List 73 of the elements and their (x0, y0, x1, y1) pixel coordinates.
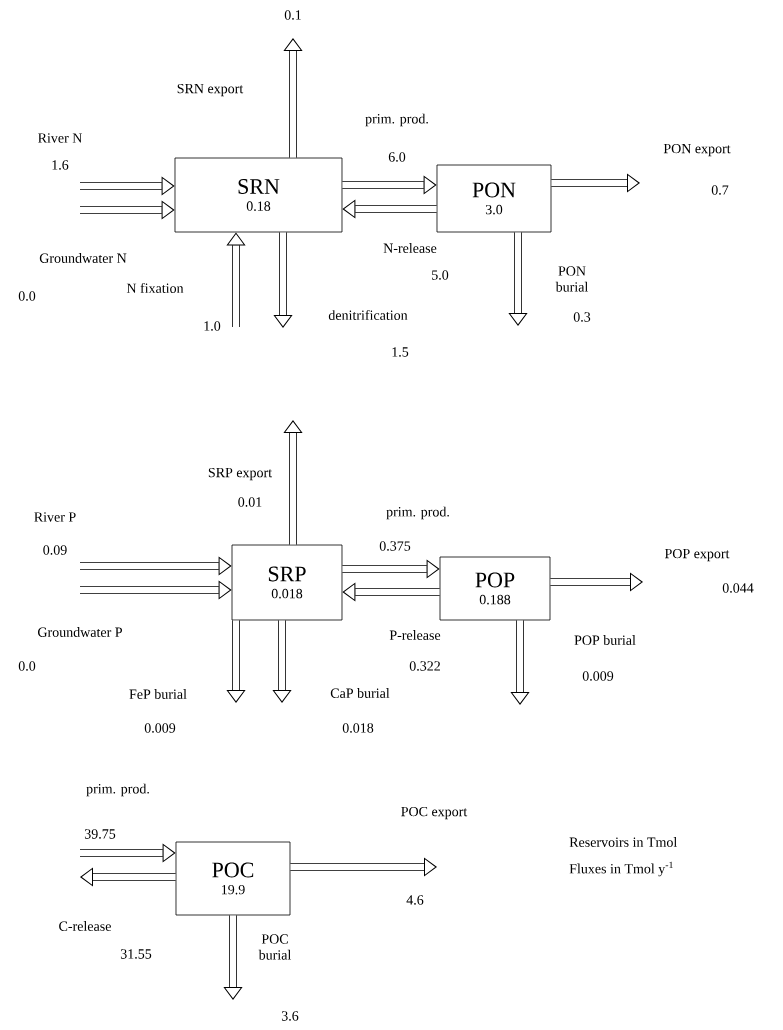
flux-value: 0.01 (238, 497, 262, 507)
flux-value: 4.6 (406, 895, 424, 905)
flux-value: 1.6 (52, 160, 69, 170)
flux-value: 0.018 (342, 723, 374, 733)
edge-label: SRP export (208, 467, 272, 481)
edge-label: PON burial (555, 266, 589, 292)
flux-arrow (550, 572, 643, 592)
flux-value: 0.7 (711, 185, 729, 195)
flux-value: 0.0 (18, 291, 36, 301)
edge-label: SRN export (177, 83, 244, 97)
flux-arrow (342, 199, 437, 219)
flux-arrow (283, 38, 303, 158)
flux-arrow (551, 173, 640, 193)
flux-value: 0.3 (573, 312, 591, 322)
edge-label: Groundwater N (39, 253, 127, 263)
flux-arrow (223, 915, 243, 1000)
flux-arrow (290, 857, 437, 877)
flux-arrow (342, 559, 440, 579)
flux-arrow (272, 620, 292, 703)
edge-label: PON export (663, 143, 731, 157)
flux-arrow (508, 232, 528, 326)
reservoir-box: SRN 0.18 (174, 157, 343, 233)
edge-label: prim. prod. (365, 113, 428, 127)
flux-arrow (80, 556, 232, 576)
flux-value: 0.044 (722, 583, 754, 593)
flux-arrow (80, 176, 175, 196)
edge-label: River N (38, 133, 83, 143)
flux-value: 0.009 (144, 723, 176, 733)
flux-arrow (226, 232, 246, 327)
flux-arrow (510, 620, 530, 705)
edge-label: CaP burial (330, 688, 390, 698)
flux-value: 3.6 (281, 1011, 299, 1021)
reservoir-box: POP 0.188 (439, 556, 551, 621)
flux-value: 1.0 (204, 321, 221, 331)
flux-value: 0.375 (379, 541, 411, 551)
edge-label: denitrification (328, 310, 408, 320)
edge-label: POC burial (258, 934, 292, 960)
flux-value: 6.0 (388, 152, 406, 162)
edge-label: Groundwater P (38, 627, 122, 637)
edge-label: FeP burial (129, 689, 187, 699)
edge-label: N-release (383, 243, 437, 253)
reservoir-box: SRP 0.018 (231, 544, 343, 621)
flux-value: 1.5 (392, 347, 409, 357)
flux-arrow (342, 582, 440, 602)
flux-arrow (342, 175, 437, 195)
flux-arrow (80, 843, 176, 863)
flux-arrow (226, 620, 246, 703)
flux-arrow (283, 420, 303, 545)
flux-value: 0.009 (582, 671, 614, 681)
flux-arrow (80, 867, 176, 887)
flux-arrow (273, 232, 293, 328)
edge-label: N fixation (126, 283, 184, 293)
flux-value: 5.0 (432, 270, 449, 280)
flux-value: 31.55 (120, 949, 152, 959)
edge-label: prim. prod. (386, 506, 449, 520)
flux-value: 39.75 (84, 829, 116, 839)
edge-label: POP export (664, 548, 730, 562)
edge-label: prim. prod. (86, 783, 149, 797)
edge-label: River P (34, 512, 76, 522)
unit-note: Fluxes in Tmol y$^{-1}$ (569, 861, 673, 877)
flux-value: 0.09 (43, 545, 67, 555)
flux-value: 0.322 (409, 661, 440, 671)
flux-arrow (80, 200, 175, 220)
flux-arrow (80, 580, 232, 600)
edge-label: POC export (401, 806, 468, 820)
flux-value: 0.0 (18, 661, 36, 671)
edge-label: POP burial (574, 635, 636, 645)
edge-label: P-release (389, 630, 441, 640)
unit-note: Reservoirs in Tmol (569, 837, 677, 847)
edge-label: C-release (59, 921, 111, 931)
flux-value: 0.1 (284, 10, 301, 20)
reservoir-box: PON 3.0 (436, 164, 552, 233)
reservoir-box: POC 19.9 (175, 841, 291, 916)
